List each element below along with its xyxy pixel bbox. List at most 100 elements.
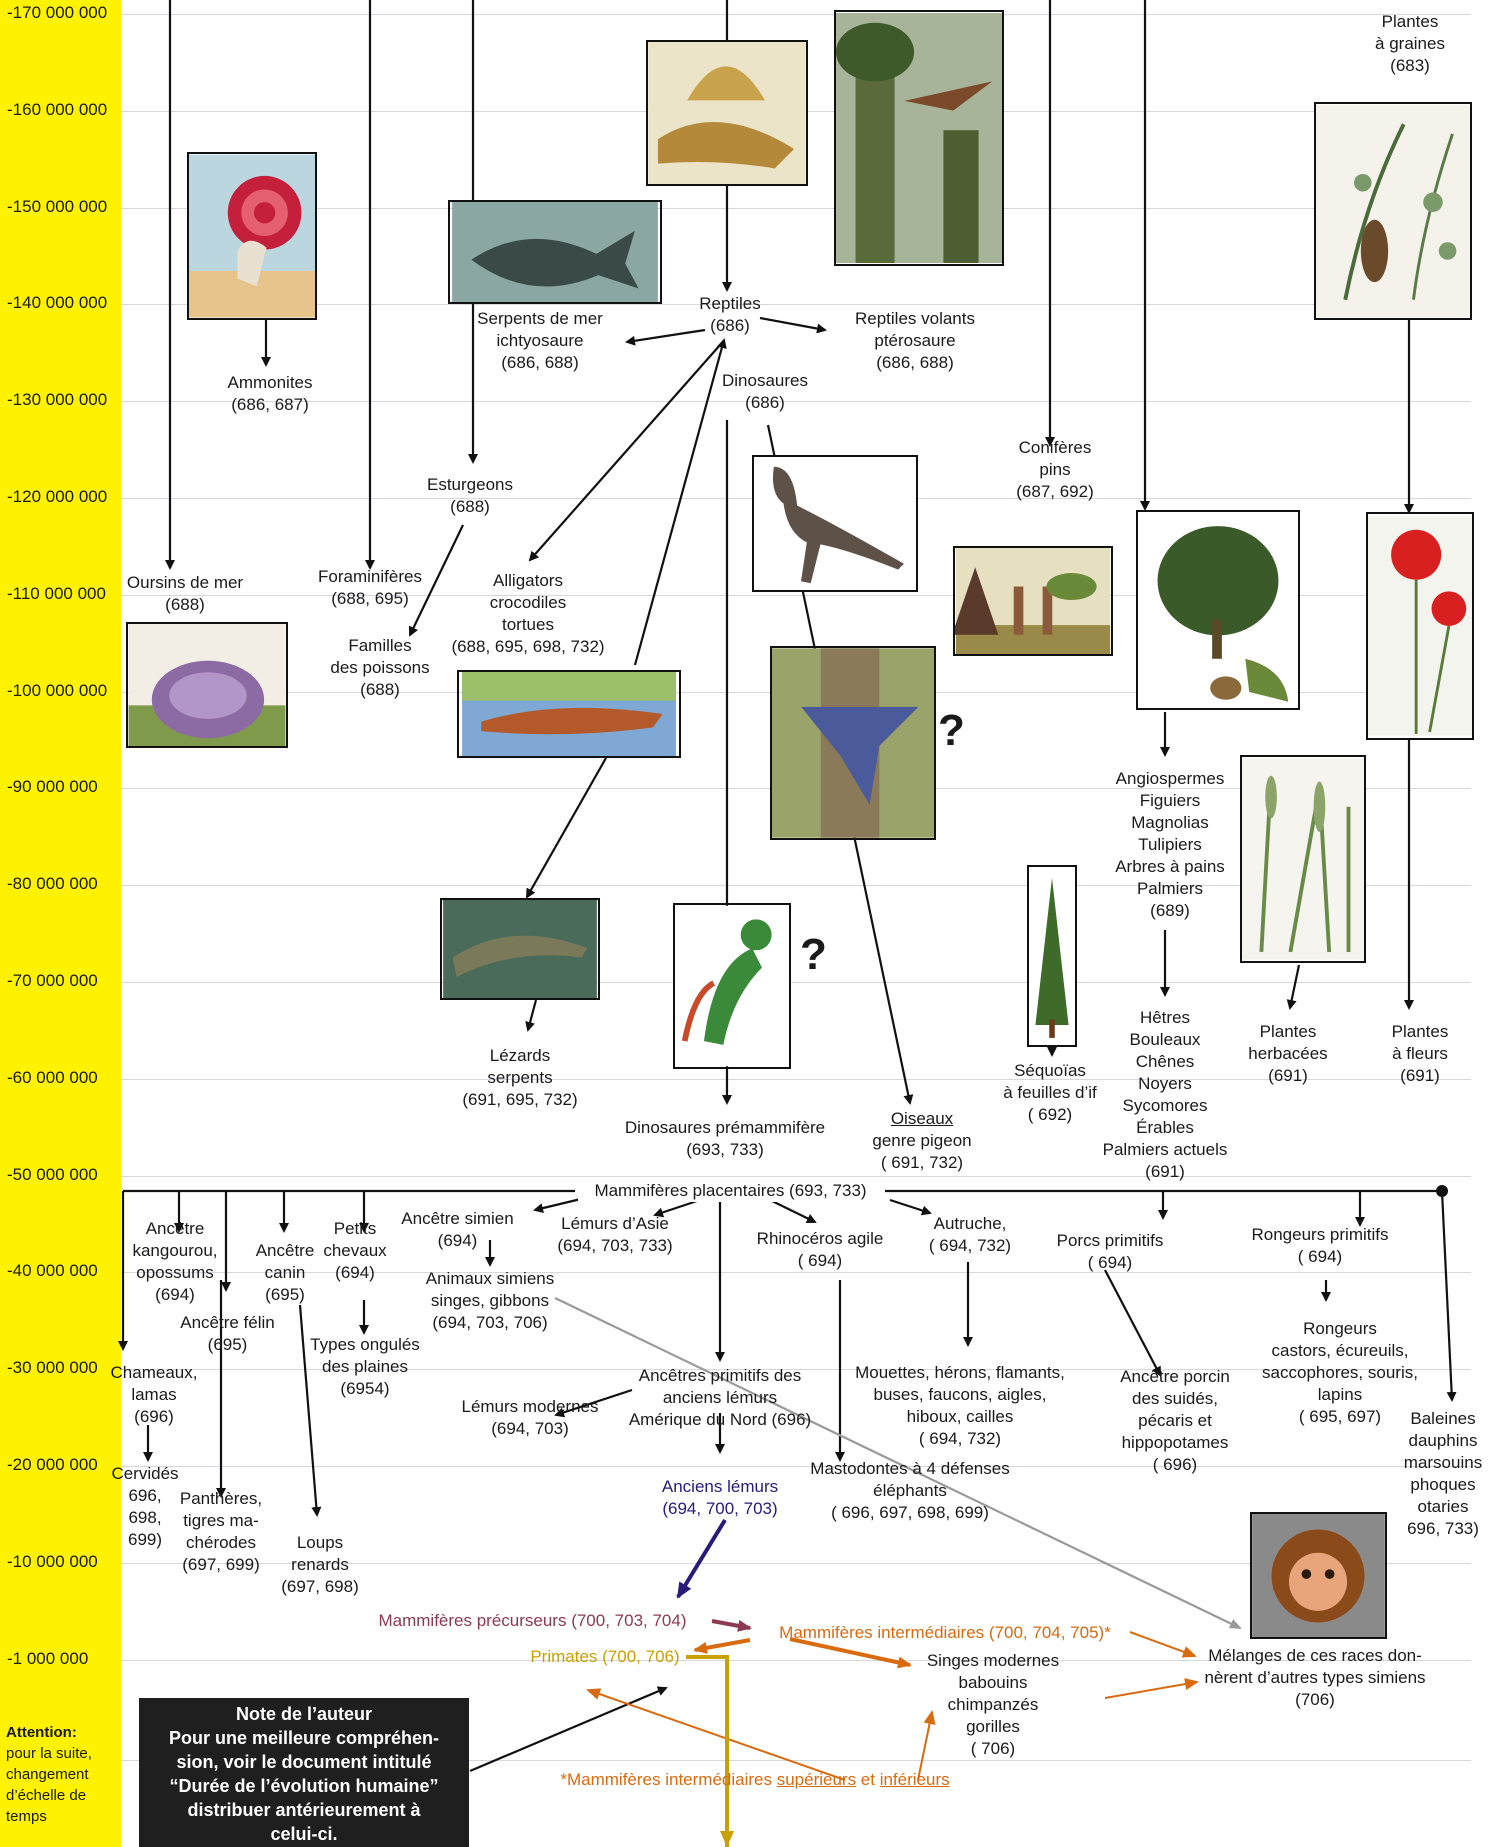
label-line: Arbres à pains — [1115, 857, 1225, 876]
label-line: Palmiers — [1136, 879, 1204, 898]
ape-face-picture — [1250, 1512, 1387, 1639]
timescale-bar — [0, 0, 121, 1847]
grid-line — [121, 1369, 1471, 1370]
label-line: hippopotames — [1121, 1433, 1229, 1452]
label-line: Foraminifères — [318, 567, 422, 586]
label-rhinoceros: Rhinocéros agile( 694) — [740, 1228, 900, 1272]
label-line: (694, 700, 703) — [662, 1499, 778, 1518]
label-line: (694) — [155, 1285, 195, 1304]
footnote-prefix: *Mammifères intermédiaires — [560, 1770, 777, 1789]
label-line: Lémurs modernes — [461, 1397, 599, 1416]
label-line: (688, 695) — [331, 589, 409, 608]
label-line: Rongeurs — [1303, 1319, 1377, 1338]
dimetrodon-picture — [646, 40, 808, 186]
label-line: Plantes — [1381, 12, 1439, 31]
label-line: (686, 688) — [876, 353, 954, 372]
footnote-and: et — [856, 1770, 880, 1789]
label-line: Familles — [348, 636, 412, 655]
label-line: renards — [291, 1555, 349, 1574]
label-line: (683) — [1390, 56, 1430, 75]
label-line: des poissons — [330, 658, 430, 677]
label-line: herbacées — [1248, 1044, 1328, 1063]
label-line: ichtyosaure — [496, 331, 584, 350]
label-line: (694, 703) — [491, 1419, 569, 1438]
footnote-superieurs: supérieurs — [776, 1770, 857, 1789]
label-line: (691) — [1268, 1066, 1308, 1085]
sequoia-picture — [1027, 865, 1077, 1047]
label-esturgeons: Esturgeons(688) — [415, 474, 525, 518]
label-line: Lézards — [489, 1046, 551, 1065]
label-porcs: Porcs primitifs( 694) — [1040, 1230, 1180, 1274]
label-line: (695) — [207, 1335, 248, 1354]
label-line: Bouleaux — [1129, 1030, 1201, 1049]
label-line: 696, — [128, 1486, 162, 1505]
label-line: buses, faucons, aigles, — [873, 1385, 1047, 1404]
note-line: celui-ci. — [270, 1824, 338, 1844]
label-line: Mastodontes à 4 défenses — [810, 1459, 1010, 1478]
grid-line — [121, 401, 1471, 402]
grid-line — [121, 14, 1471, 15]
label-dino-premam: Dinosaures prémammifère(693, 733) — [605, 1117, 845, 1161]
grasses-picture — [1240, 755, 1366, 963]
label-line: hiboux, cailles — [906, 1407, 1014, 1426]
label-line: (6954) — [340, 1379, 390, 1398]
grid-line — [121, 1176, 1471, 1177]
label-melanges: Mélanges de ces races don-nèrent d’autre… — [1195, 1645, 1435, 1711]
label-line: saccophores, souris, — [1262, 1363, 1418, 1382]
label-line: Palmiers actuels — [1102, 1140, 1228, 1159]
seed-plants-picture — [1314, 102, 1472, 320]
label-line: Hêtres — [1139, 1008, 1191, 1027]
label-line: castors, écureuils, — [1271, 1341, 1409, 1360]
label-plantes-herbacees: Plantes herbacées (691) — [1238, 1021, 1338, 1087]
label-line: (688) — [165, 595, 205, 614]
time-tick-label: -80 000 000 — [7, 874, 98, 893]
label-line: Alligators — [493, 571, 563, 590]
label-line: pins — [1039, 460, 1071, 479]
label-line: ( 694, 732) — [918, 1429, 1002, 1448]
label-line: Loups — [296, 1533, 344, 1552]
time-tick-label: -100 000 000 — [7, 681, 108, 700]
label-precurseurs: Mammifères précurseurs (700, 703, 704) — [378, 1611, 687, 1630]
label-line: (696) — [134, 1407, 174, 1426]
label-line: Cervidés — [111, 1464, 179, 1483]
label-dinosaures: Dinosaures(686) — [710, 370, 820, 414]
label-line: (688, 695, 698, 732) — [451, 637, 605, 656]
label-line: Plantes — [1259, 1022, 1317, 1041]
label-line: Esturgeons — [427, 475, 513, 494]
label-line: chevaux — [323, 1241, 387, 1260]
label-line: (688) — [360, 680, 400, 699]
label-line: (694) — [437, 1231, 478, 1250]
time-tick-label: -90 000 000 — [7, 777, 98, 796]
label-ammonites: Ammonites(686, 687) — [205, 372, 335, 416]
label-line: à feuilles d’if — [1003, 1083, 1097, 1102]
label-line: dauphins — [1408, 1431, 1478, 1450]
time-tick-label: -130 000 000 — [7, 390, 108, 409]
attention-line: pour la suite, — [6, 1745, 92, 1762]
label-line: Sycomores — [1122, 1096, 1208, 1115]
label-line: Ancêtre simien — [401, 1209, 514, 1228]
time-tick-label: -60 000 000 — [7, 1068, 98, 1087]
label-line: (694) — [335, 1263, 375, 1282]
label-line: chimpanzés — [947, 1695, 1039, 1714]
note-line: distribuer antérieurement à — [187, 1800, 421, 1820]
time-tick-label: -1 000 000 — [7, 1649, 89, 1668]
branch-dot — [1436, 1185, 1448, 1197]
label-mammiferes-placentaires: Mammifères placentaires (693, 733) — [578, 1180, 883, 1202]
attention-line: changement — [6, 1766, 89, 1783]
label-line: (687, 692) — [1016, 482, 1094, 501]
label-line: gorilles — [966, 1717, 1020, 1736]
grid-line — [121, 1760, 1471, 1761]
label-line: lapins — [1317, 1385, 1363, 1404]
label-line: Autruche, — [933, 1214, 1007, 1233]
grid-line — [121, 1466, 1471, 1467]
grid-line — [121, 208, 1471, 209]
time-tick-label: -160 000 000 — [7, 100, 108, 119]
note-line: Note de l’auteur — [235, 1704, 373, 1724]
